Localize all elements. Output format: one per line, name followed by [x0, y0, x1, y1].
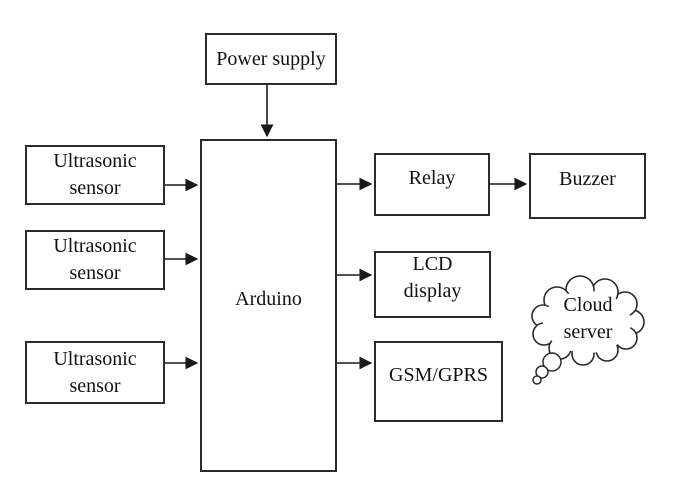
- block-label: Power supply: [216, 47, 326, 70]
- block-relay: Relay: [374, 153, 490, 216]
- block-arduino: Arduino: [200, 139, 337, 472]
- block-label: LCD display: [403, 253, 462, 302]
- block-label: Relay: [408, 166, 456, 189]
- thought-bubble-large: [542, 352, 562, 372]
- block-label: Arduino: [235, 287, 302, 310]
- block-label: Ultrasonic sensor: [53, 150, 137, 199]
- block-label: Ultrasonic sensor: [53, 235, 137, 284]
- block-ultrasonic-sensor-2: Ultrasonic sensor: [25, 230, 165, 290]
- block-label: Buzzer: [559, 168, 616, 190]
- block-ultrasonic-sensor-1: Ultrasonic sensor: [25, 145, 165, 205]
- block-power-supply: Power supply: [205, 33, 337, 85]
- block-ultrasonic-sensor-3: Ultrasonic sensor: [25, 341, 165, 404]
- block-gsm-gprs: GSM/GPRS: [374, 341, 503, 422]
- thought-bubble-medium: [535, 365, 549, 379]
- block-label: GSM/GPRS: [389, 363, 488, 386]
- block-label: Ultrasonic sensor: [53, 347, 137, 397]
- block-buzzer: Buzzer: [529, 153, 646, 219]
- thought-bubble-small: [532, 375, 542, 385]
- block-cloud-server: Cloud server: [563, 294, 613, 343]
- block-lcd-display: LCD display: [374, 251, 491, 318]
